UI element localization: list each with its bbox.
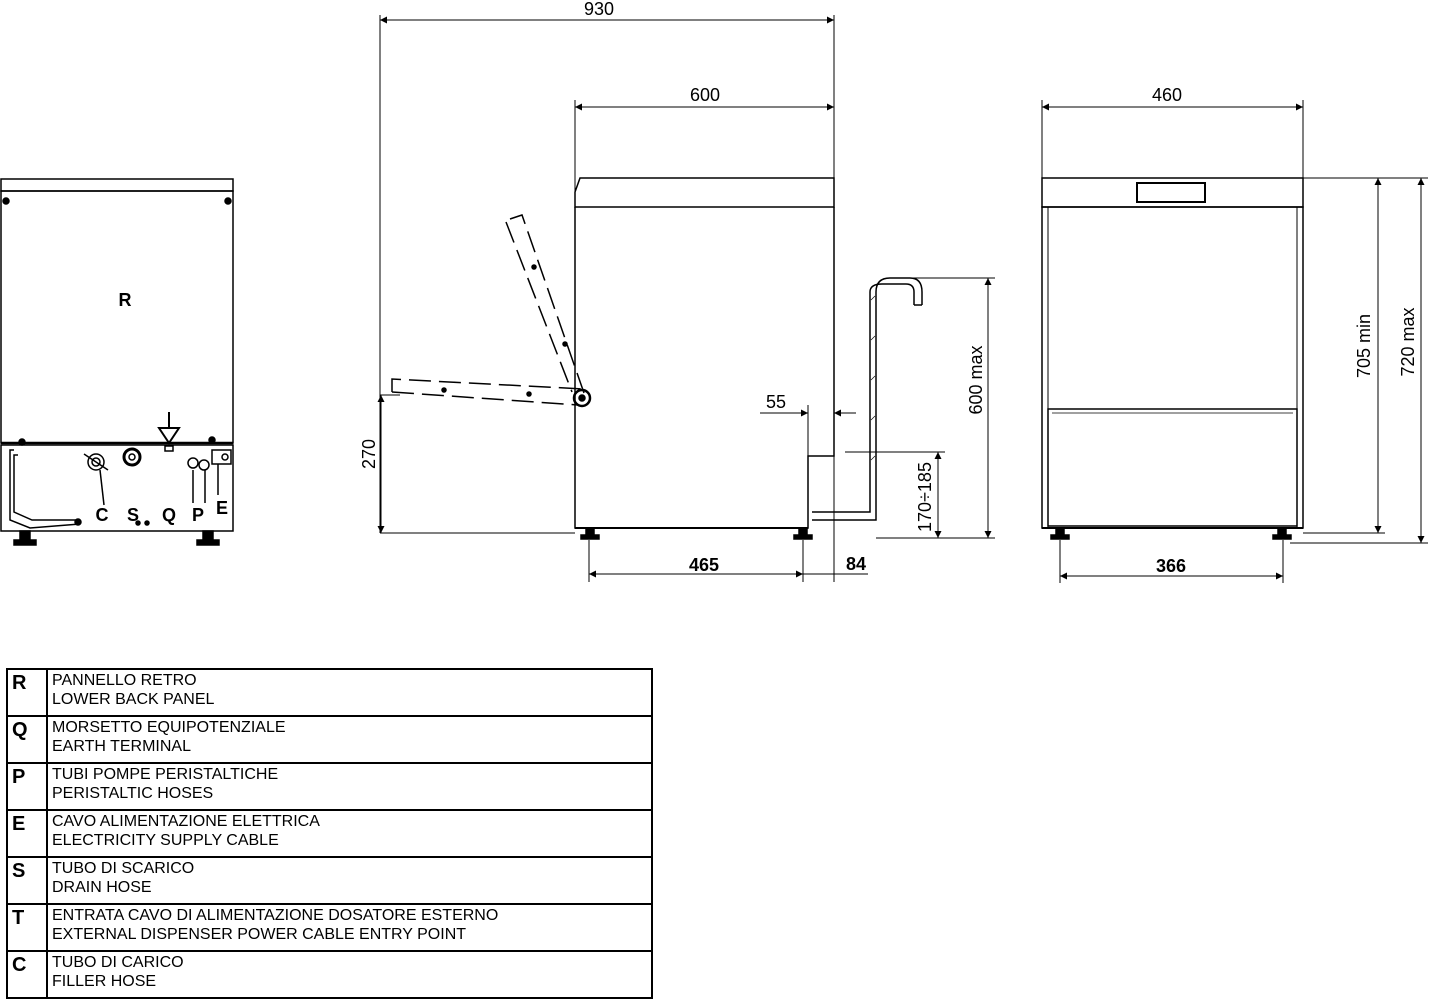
dim-body-depth: 600 — [690, 85, 720, 105]
technical-drawing: R C S Q P E — [0, 0, 1428, 583]
side-view — [391, 177, 923, 540]
dim-feet-spacing-depth: 465 — [689, 555, 719, 575]
legend-description: CAVO ALIMENTAZIONE ELETTRICA ELECTRICITY… — [46, 809, 653, 858]
legend-code: Q — [6, 715, 48, 764]
legend-description: MORSETTO EQUIPOTENZIALE EARTH TERMINAL — [46, 715, 653, 764]
legend-italian: MORSETTO EQUIPOTENZIALE — [52, 719, 286, 736]
dim-height-min: 705 min — [1354, 314, 1374, 378]
legend-english: EARTH TERMINAL — [52, 738, 191, 755]
legend-row: S TUBO DI SCARICO DRAIN HOSE — [6, 856, 653, 905]
dim-front-width: 460 — [1152, 85, 1182, 105]
legend-code: E — [6, 809, 48, 858]
legend-code: T — [6, 903, 48, 952]
legend-code: P — [6, 762, 48, 811]
dim-door-height: 270 — [359, 439, 379, 469]
label-filler: C — [96, 505, 109, 525]
label-rear-panel: R — [119, 290, 132, 310]
rear-view — [0, 178, 234, 546]
legend-english: PERISTALTIC HOSES — [52, 785, 214, 802]
dim-drain-height-max: 600 max — [966, 345, 986, 414]
dim-height-max: 720 max — [1398, 307, 1418, 376]
legend-code: S — [6, 856, 48, 905]
legend-code: C — [6, 950, 48, 999]
legend-italian: PANNELLO RETRO — [52, 672, 197, 689]
dim-feet-rear-offset: 84 — [846, 554, 866, 574]
dim-drain-outlet-height: 170÷185 — [915, 462, 935, 532]
legend-description: TUBO DI SCARICO DRAIN HOSE — [46, 856, 653, 905]
front-dimensions — [1041, 100, 1428, 583]
legend-row: E CAVO ALIMENTAZIONE ELETTRICA ELECTRICI… — [6, 809, 653, 858]
legend-english: ELECTRICITY SUPPLY CABLE — [52, 832, 279, 849]
legend-italian: ENTRATA CAVO DI ALIMENTAZIONE DOSATORE E… — [52, 907, 499, 924]
legend-italian: TUBO DI CARICO — [52, 954, 184, 971]
legend-row: P TUBI POMPE PERISTALTICHE PERISTALTIC H… — [6, 762, 653, 811]
legend-row: C TUBO DI CARICO FILLER HOSE — [6, 950, 653, 999]
label-drain: S — [127, 505, 139, 525]
legend-code: R — [6, 668, 48, 717]
front-view — [1041, 177, 1304, 540]
dim-feet-spacing-width: 366 — [1156, 556, 1186, 576]
dim-drain-offset: 55 — [766, 392, 786, 412]
legend-description: TUBI POMPE PERISTALTICHE PERISTALTIC HOS… — [46, 762, 653, 811]
legend-italian: TUBO DI SCARICO — [52, 860, 195, 877]
label-electric: E — [216, 498, 228, 518]
dim-total-depth: 930 — [584, 0, 614, 19]
legend-english: EXTERNAL DISPENSER POWER CABLE ENTRY POI… — [52, 926, 467, 943]
legend-table: R PANNELLO RETRO LOWER BACK PANEL Q MORS… — [6, 668, 653, 999]
legend-description: ENTRATA CAVO DI ALIMENTAZIONE DOSATORE E… — [46, 903, 653, 952]
legend-description: PANNELLO RETRO LOWER BACK PANEL — [46, 668, 653, 717]
legend-italian: CAVO ALIMENTAZIONE ELETTRICA — [52, 813, 320, 830]
legend-english: LOWER BACK PANEL — [52, 691, 215, 708]
hinge-icon — [572, 388, 592, 408]
legend-row: Q MORSETTO EQUIPOTENZIALE EARTH TERMINAL — [6, 715, 653, 764]
legend-english: FILLER HOSE — [52, 973, 157, 990]
legend-english: DRAIN HOSE — [52, 879, 152, 896]
side-dimensions — [377, 15, 995, 582]
legend-description: TUBO DI CARICO FILLER HOSE — [46, 950, 653, 999]
legend-row: R PANNELLO RETRO LOWER BACK PANEL — [6, 668, 653, 717]
legend-italian: TUBI POMPE PERISTALTICHE — [52, 766, 279, 783]
label-peristaltic: P — [192, 505, 204, 525]
legend-row: T ENTRATA CAVO DI ALIMENTAZIONE DOSATORE… — [6, 903, 653, 952]
label-earth: Q — [162, 505, 176, 525]
